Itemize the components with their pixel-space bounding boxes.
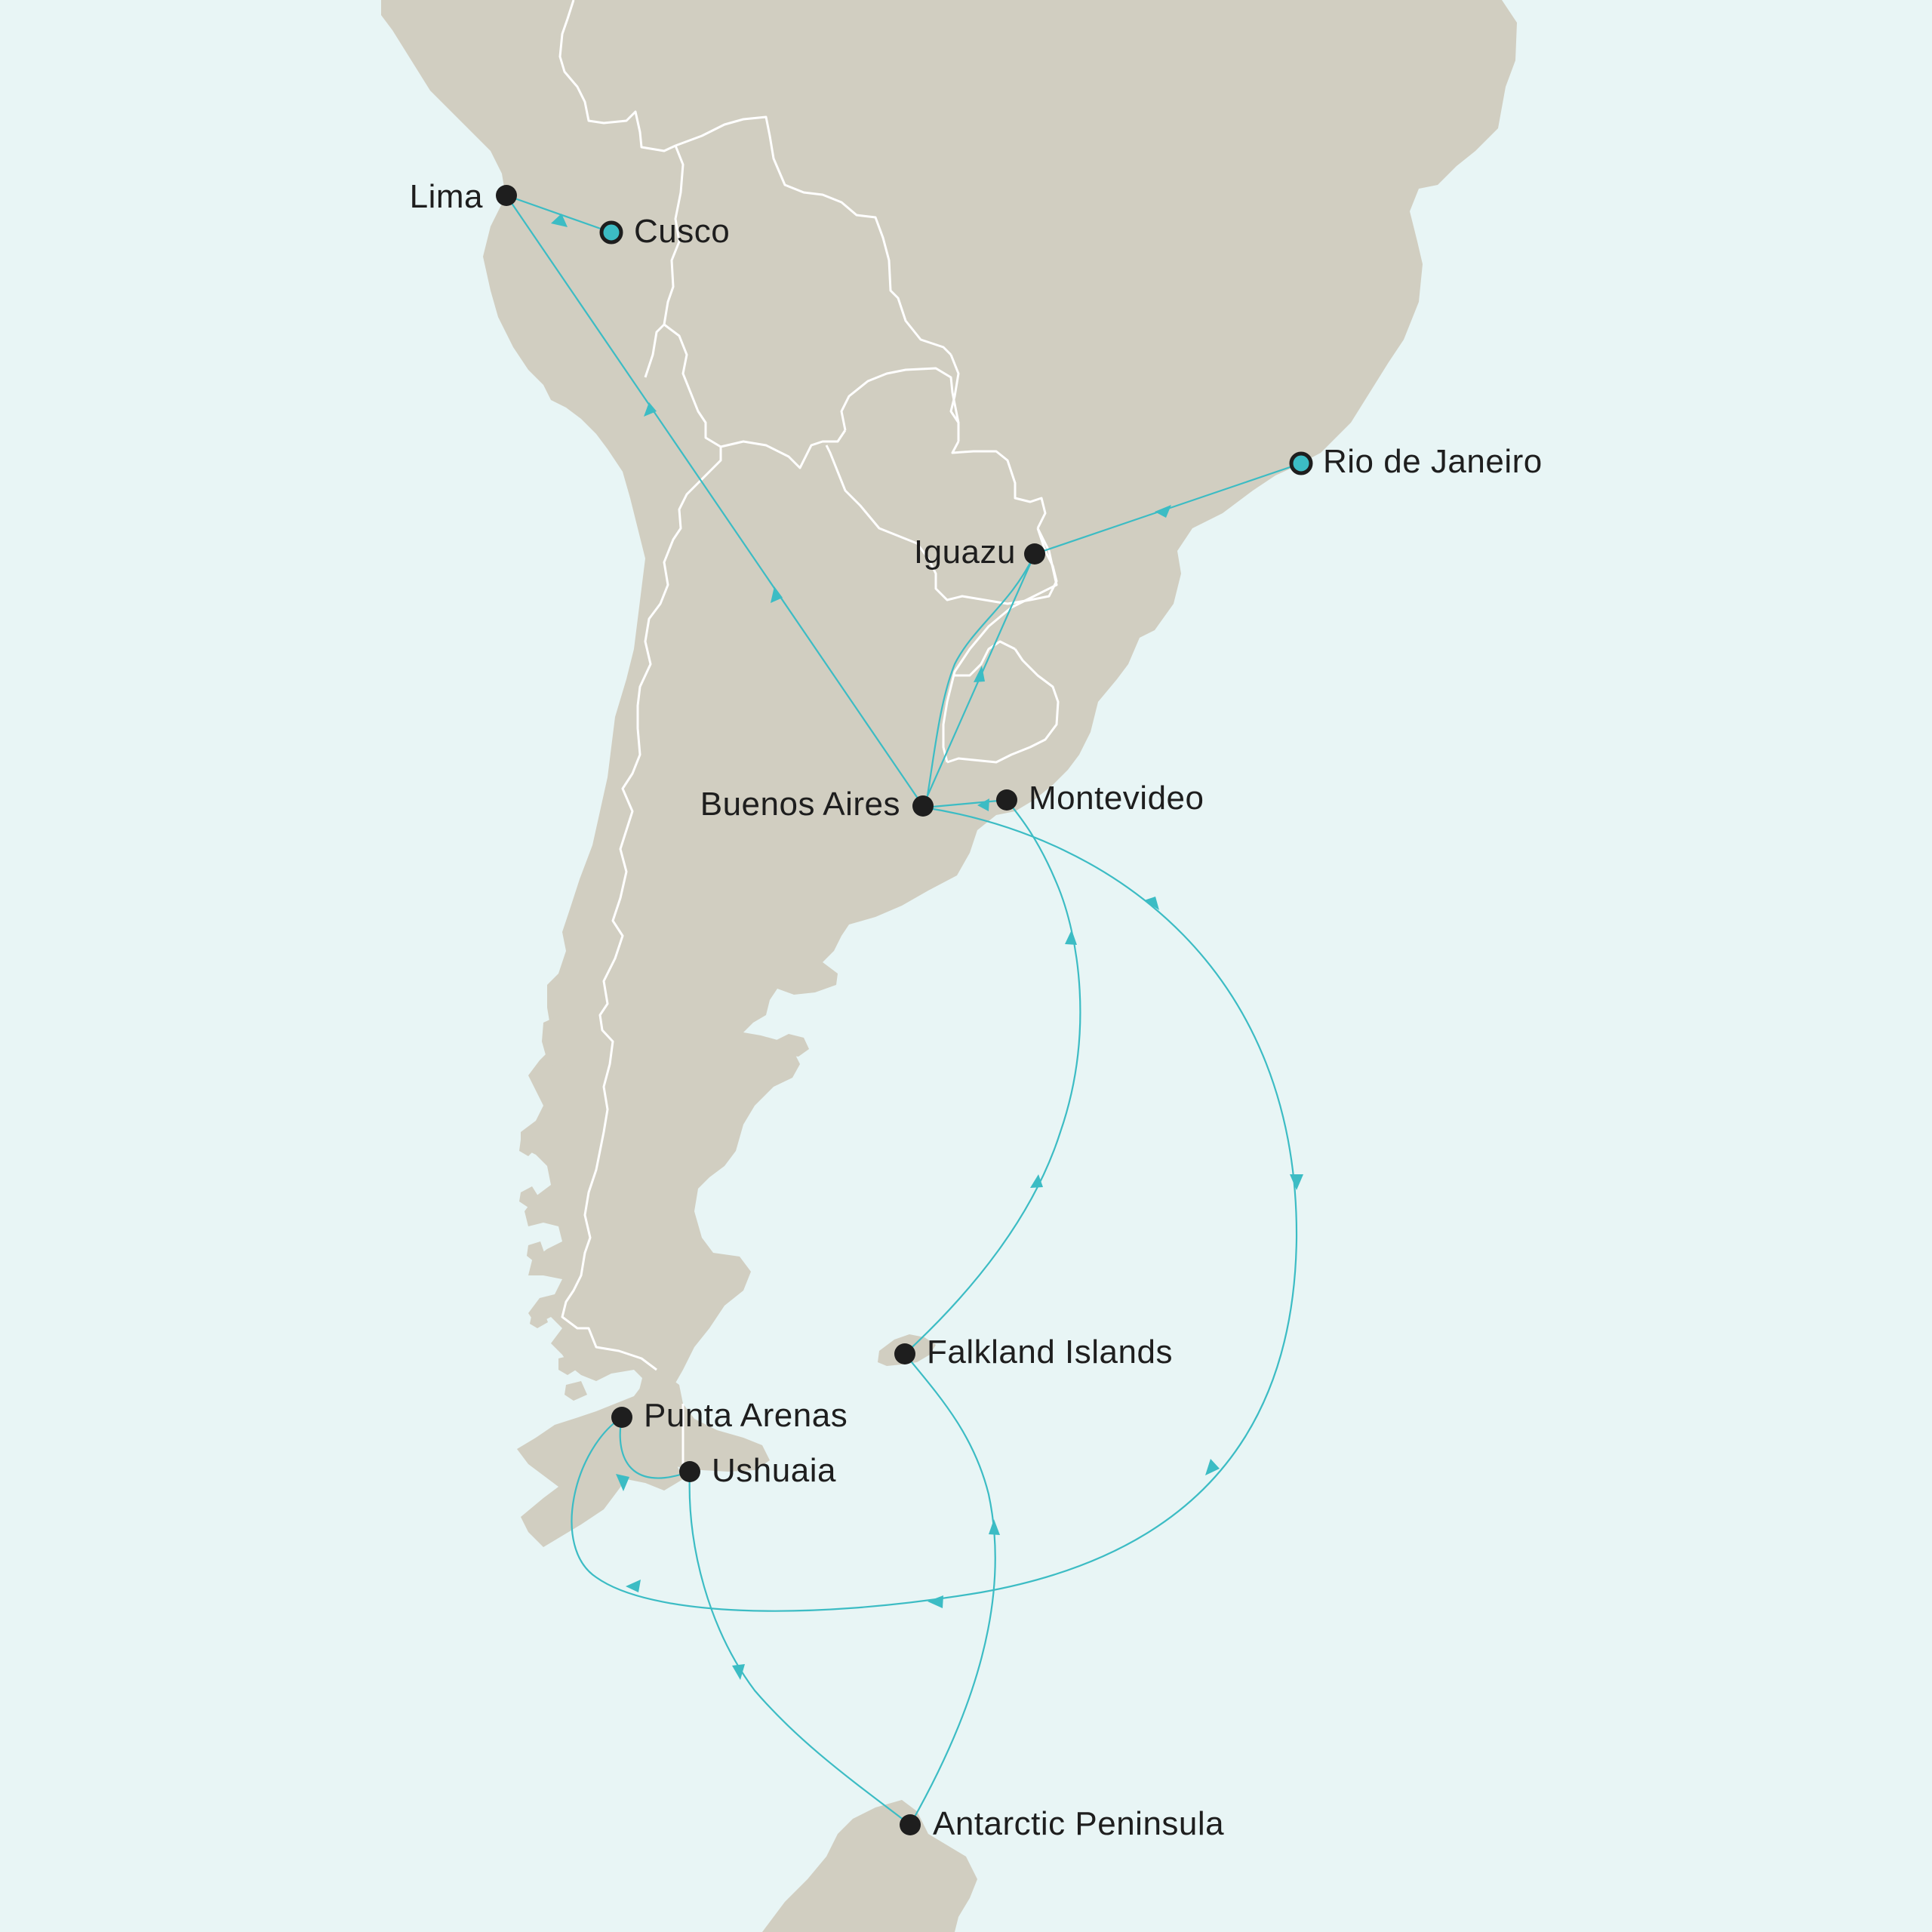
label-punta-arenas: Punta Arenas bbox=[644, 1397, 848, 1434]
city-markers bbox=[496, 185, 1313, 1835]
label-cusco: Cusco bbox=[634, 213, 730, 250]
arrow-icon bbox=[1205, 1459, 1220, 1475]
marker-lima[interactable] bbox=[496, 185, 517, 206]
route-falklands-montevideo bbox=[904, 799, 1081, 1355]
arrow-icon bbox=[1065, 930, 1077, 945]
chiloe-island bbox=[542, 1015, 577, 1070]
route-buenos-aires-atlantic-loop bbox=[571, 806, 1298, 1612]
route-arrows bbox=[551, 214, 1303, 1680]
marker-ushuaia[interactable] bbox=[679, 1461, 700, 1482]
arrow-icon bbox=[974, 666, 985, 682]
marker-cusco[interactable] bbox=[599, 220, 623, 245]
marker-iguazu[interactable] bbox=[1024, 543, 1045, 565]
arrow-icon bbox=[977, 798, 989, 811]
marker-buenos-aires[interactable] bbox=[912, 795, 934, 817]
arrow-icon bbox=[1290, 1174, 1303, 1190]
arrow-icon bbox=[732, 1664, 745, 1680]
marker-antarctic-peninsula[interactable] bbox=[900, 1814, 921, 1835]
tierra-del-fuego bbox=[626, 1366, 770, 1472]
label-rio-de-janeiro: Rio de Janeiro bbox=[1323, 443, 1543, 480]
valdes-peninsula bbox=[774, 1034, 809, 1057]
label-falkland-islands: Falkland Islands bbox=[927, 1334, 1173, 1371]
label-buenos-aires: Buenos Aires bbox=[700, 786, 900, 823]
label-lima: Lima bbox=[410, 178, 483, 215]
arrow-icon bbox=[771, 586, 783, 603]
arrow-icon bbox=[626, 1580, 641, 1592]
label-iguazu: Iguazu bbox=[914, 534, 1016, 571]
arrow-icon bbox=[928, 1595, 943, 1608]
route-montevideo-buenos-aires bbox=[924, 798, 1008, 809]
arrow-icon bbox=[1155, 505, 1171, 518]
label-ushuaia: Ushuaia bbox=[712, 1452, 836, 1489]
label-antarctic-peninsula: Antarctic Peninsula bbox=[933, 1805, 1224, 1842]
route-ushuaia-antarctic bbox=[688, 1471, 911, 1826]
arrow-icon bbox=[1030, 1174, 1043, 1188]
route-buenos-aires-lima bbox=[506, 195, 924, 807]
city-labels: Lima Cusco Rio de Janeiro Iguazu Buenos … bbox=[410, 178, 1543, 1842]
marker-punta-arenas[interactable] bbox=[611, 1407, 632, 1428]
route-iguazu-buenos-aires-river bbox=[925, 553, 1035, 801]
south-america-landmass bbox=[381, 0, 1517, 1547]
marker-falkland-islands[interactable] bbox=[894, 1343, 915, 1364]
label-montevideo: Montevideo bbox=[1029, 780, 1204, 817]
arrow-icon bbox=[551, 214, 568, 227]
route-punta-arenas-ushuaia bbox=[619, 1417, 691, 1479]
arrow-icon bbox=[644, 402, 657, 417]
country-borders bbox=[558, 0, 1060, 1479]
antarctica-landmass bbox=[762, 1800, 977, 1932]
marker-rio-de-janeiro[interactable] bbox=[1289, 451, 1313, 475]
arrow-icon bbox=[989, 1519, 1000, 1535]
marker-montevideo[interactable] bbox=[996, 789, 1017, 811]
route-lima-cusco bbox=[506, 194, 612, 234]
arrow-icon bbox=[1144, 897, 1159, 910]
arrow-icon bbox=[616, 1474, 629, 1491]
